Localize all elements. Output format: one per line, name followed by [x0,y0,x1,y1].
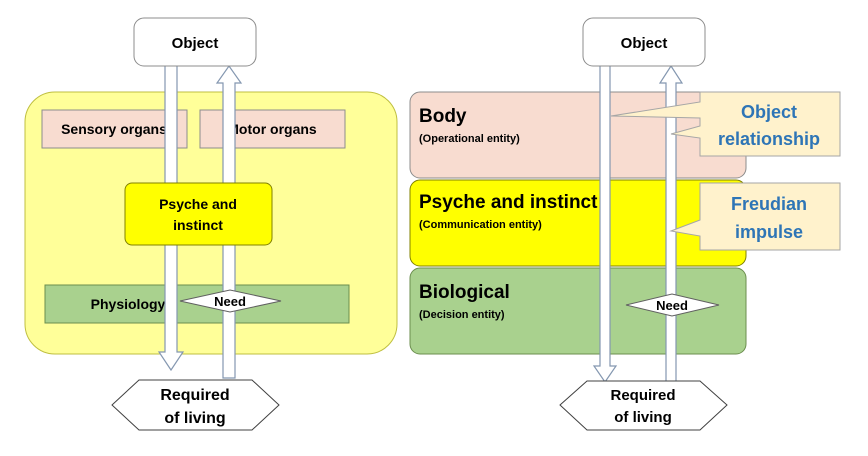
right-need-label: Need [656,298,688,313]
body-subtitle: (Operational entity) [419,133,520,145]
biological-title: Biological [419,282,510,303]
object-relationship-label-2: relationship [718,129,820,149]
object-relationship-label-1: Object [741,102,797,122]
left-object-label: Object [172,35,219,52]
left-psyche-box [124,182,273,246]
psyche-title: Psyche and instinct [419,192,598,213]
body-title: Body [419,106,467,127]
psyche-subtitle: (Communication entity) [419,219,542,231]
left-psyche-label-1: Psyche and [159,196,237,212]
object-relationship-callout [610,91,841,157]
right-object-label: Object [621,35,668,52]
right-required-hexagon [559,380,728,431]
right-down-arrow [592,64,618,384]
left-need-label: Need [214,294,246,309]
left-required-hexagon [111,379,280,431]
left-required-label-2: of living [164,410,225,427]
right-required-label-1: Required [610,387,675,404]
left-object-box [133,17,257,67]
motor-organs-label: Motor organs [227,121,317,137]
physiology-label: Physiology [91,296,166,312]
freudian-impulse-label-2: impulse [735,222,803,242]
freudian-impulse-label-1: Freudian [731,194,807,214]
biological-subtitle: (Decision entity) [419,309,505,321]
biological-box [409,267,747,355]
right-required-label-2: of living [614,409,672,426]
sensory-organs-box [41,109,188,149]
freudian-impulse-callout [669,182,841,251]
right-up-arrow [658,64,684,386]
right-object-box [582,17,706,67]
left-psyche-label-2: instinct [173,217,223,233]
sensory-organs-label: Sensory organs [61,121,167,137]
left-required-label-1: Required [160,387,229,404]
right-need-diamond [625,293,720,317]
left-need-diamond [179,289,282,313]
